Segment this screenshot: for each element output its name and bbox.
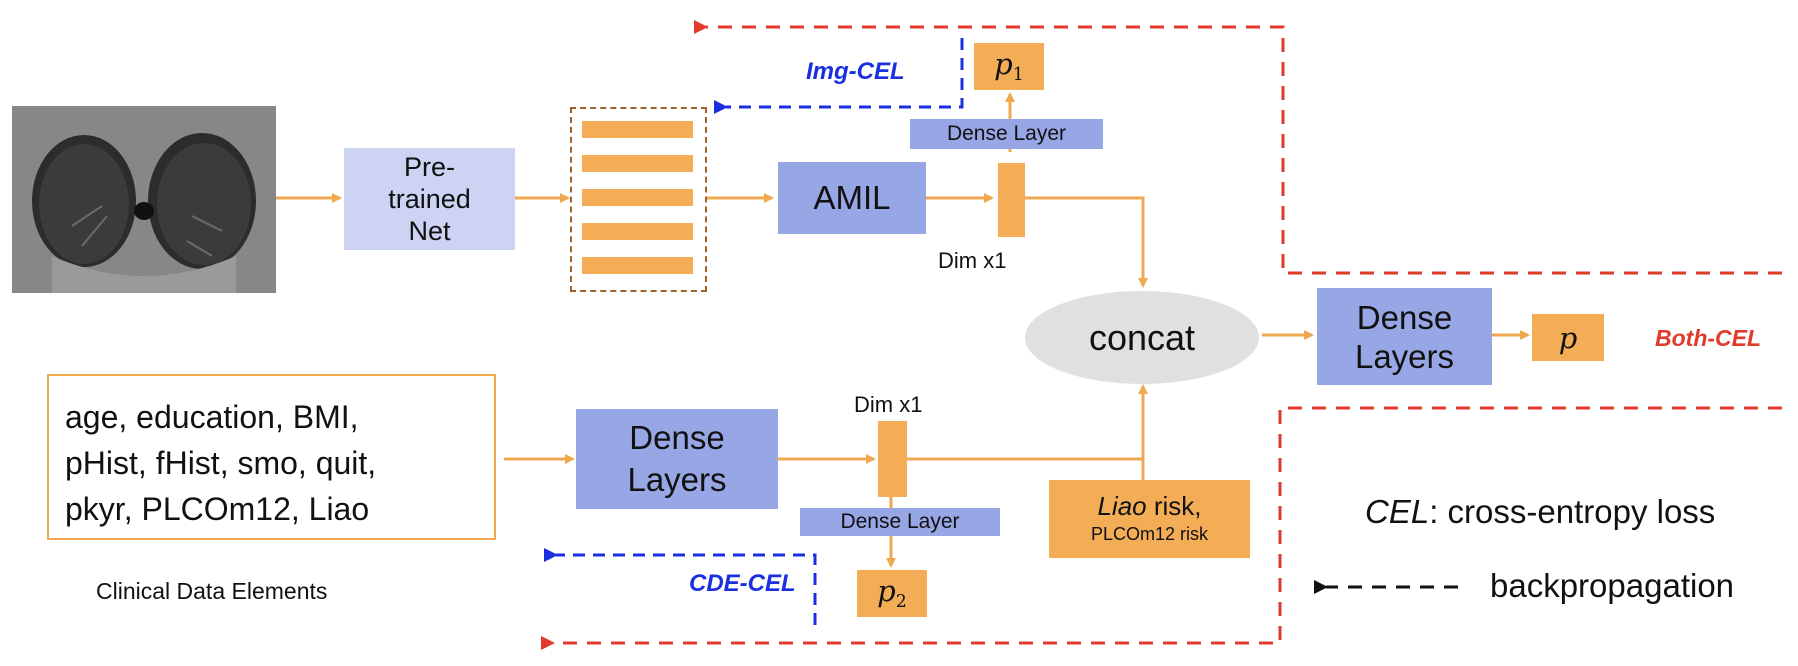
risk-box: Liao risk, PLCOm12 risk xyxy=(1049,480,1250,558)
feature-bar xyxy=(582,155,693,172)
dim-label-bottom: Dim x1 xyxy=(854,392,923,417)
cde-cel-label: CDE-CEL xyxy=(689,570,796,597)
p1-output: p1 xyxy=(974,43,1044,90)
dense-layer-bottom: Dense Layer xyxy=(800,508,1000,536)
cde-cel-backprop xyxy=(544,548,817,625)
p2-base: p xyxy=(877,574,896,609)
dim-vector-top xyxy=(998,163,1025,237)
arrow-dim-bottom-to-concat xyxy=(907,384,1148,461)
feature-bar xyxy=(582,257,693,274)
feature-stack xyxy=(570,107,707,292)
legend-cel-term: CEL xyxy=(1365,493,1430,530)
concat-node: concat xyxy=(1025,291,1259,384)
arrow-dim-to-concat xyxy=(1025,196,1148,288)
dense-layers-right: Dense Layers xyxy=(1317,288,1492,385)
clinical-data-caption: Clinical Data Elements xyxy=(96,578,328,604)
risk-liao-italic: Liao xyxy=(1097,491,1147,521)
dim-label-top: Dim x1 xyxy=(938,248,1007,273)
both-cel-label: Both-CEL xyxy=(1655,325,1762,351)
legend-cel: CEL: cross-entropy loss xyxy=(1365,493,1715,531)
lung-ct-image xyxy=(12,106,276,293)
dense-layers-bottom: Dense Layers xyxy=(576,409,778,509)
feature-bar xyxy=(582,189,693,206)
amil-box: AMIL xyxy=(778,162,926,234)
risk-line1-rest: risk, xyxy=(1146,491,1202,521)
lung-ct-icon xyxy=(32,133,256,293)
img-cel-label: Img-CEL xyxy=(806,58,905,85)
risk-line1: Liao risk, xyxy=(1097,491,1201,521)
p2-sub: 2 xyxy=(895,592,907,613)
clinical-data-box: age, education, BMI, pHist, fHist, smo, … xyxy=(47,374,496,540)
feature-bar xyxy=(582,223,693,240)
p-output: p xyxy=(1532,314,1604,361)
p2-output: p2 xyxy=(857,570,927,617)
dense-layer-top: Dense Layer xyxy=(910,119,1103,149)
p1-sub: 1 xyxy=(1012,65,1024,86)
p-output-label: p xyxy=(1558,320,1578,355)
legend-backprop-label: backpropagation xyxy=(1490,567,1735,604)
p1-base: p xyxy=(994,47,1013,82)
both-cel-backprop-bottom xyxy=(541,406,1782,650)
pretrained-net-box: Pre- trained Net xyxy=(344,148,515,250)
risk-line2: PLCOm12 risk xyxy=(1090,524,1209,544)
img-cel-backprop xyxy=(714,38,964,114)
feature-bar xyxy=(582,121,693,138)
both-cel-backprop-top xyxy=(694,20,1782,275)
legend-cel-def: : cross-entropy loss xyxy=(1429,493,1716,530)
dim-vector-bottom xyxy=(878,421,907,497)
